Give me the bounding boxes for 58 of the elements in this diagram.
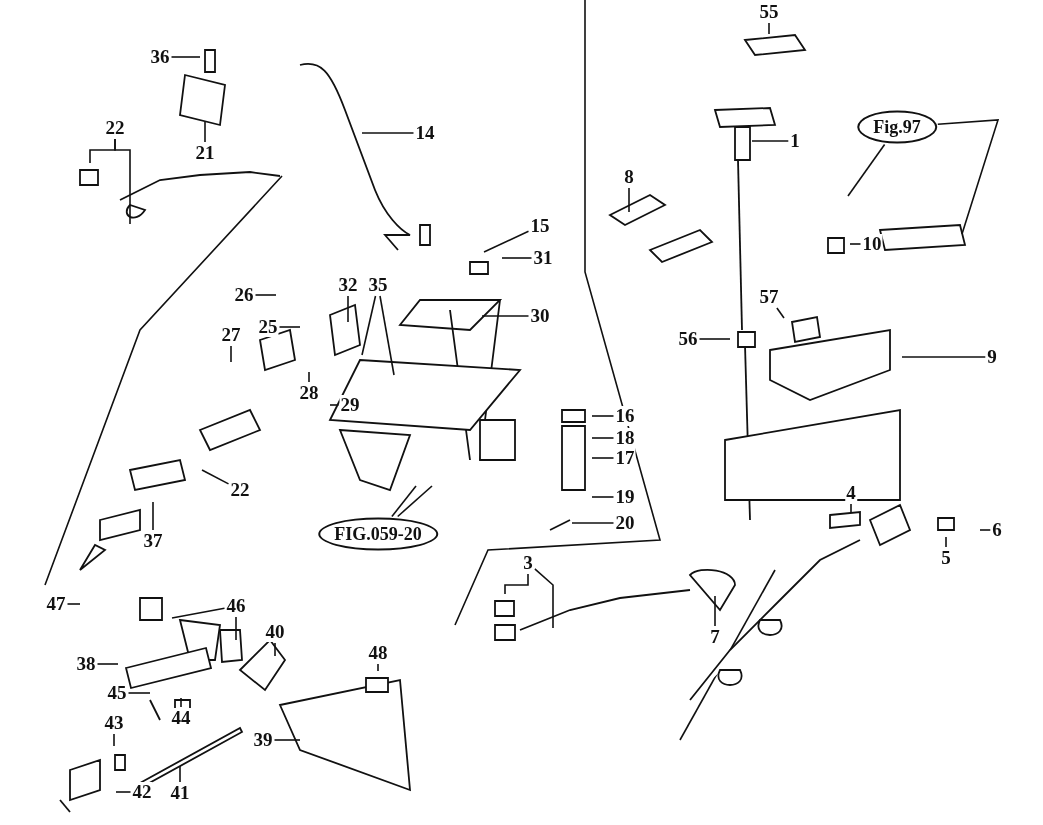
leader-line — [396, 485, 433, 518]
leader-line — [591, 496, 615, 498]
leader-line — [347, 295, 349, 323]
leader-line — [481, 315, 530, 317]
leader-line — [698, 338, 731, 340]
figure-reference: Fig.97 — [857, 110, 937, 144]
leader-line — [329, 404, 340, 406]
leader-line — [180, 697, 182, 708]
leader-line — [847, 143, 886, 197]
leader-line — [179, 765, 181, 783]
leader-line — [937, 119, 1000, 235]
leader-line — [379, 295, 395, 376]
leader-line — [254, 294, 277, 296]
leader-line — [776, 307, 785, 319]
callout-number: 25 — [257, 317, 279, 337]
leader-line — [113, 733, 115, 747]
leader-line — [768, 22, 770, 35]
callout-number: 18 — [614, 428, 636, 448]
leader-line — [96, 663, 119, 665]
leader-line — [751, 140, 790, 142]
leader-line — [501, 257, 533, 259]
leader-line — [850, 503, 852, 514]
callout-number: 40 — [264, 622, 286, 642]
leader-line — [901, 356, 987, 358]
leader-line — [534, 568, 554, 629]
leader-line — [204, 121, 206, 143]
leader-line — [66, 603, 81, 605]
leader-line — [278, 326, 301, 328]
leader-line — [201, 469, 230, 485]
leader-line — [361, 132, 415, 134]
leader-line — [483, 230, 530, 253]
figure-reference: FIG.059-20 — [318, 517, 438, 551]
leader-line — [591, 457, 615, 459]
leader-line — [979, 529, 992, 531]
leader-line — [235, 616, 237, 641]
leader-line — [591, 415, 615, 417]
leader-line — [273, 739, 301, 741]
callout-number: 4 — [845, 483, 857, 503]
leader-line — [571, 522, 615, 524]
leader-line — [308, 371, 310, 383]
leader-line — [377, 663, 379, 672]
leader-line — [945, 536, 947, 548]
leader-line — [114, 138, 131, 225]
leader-line — [361, 295, 377, 356]
leader-line — [115, 791, 132, 793]
leader-line — [171, 607, 226, 619]
leader-line — [274, 642, 276, 657]
leader-line — [170, 56, 201, 58]
callout-number: 16 — [614, 406, 636, 426]
leader-line — [591, 437, 615, 439]
leader-line — [152, 501, 154, 531]
leader-line — [127, 692, 151, 694]
leader-line — [628, 187, 630, 213]
leader-line — [504, 573, 529, 595]
leader-line — [849, 243, 862, 245]
leader-line — [714, 595, 716, 627]
leader-line — [391, 485, 417, 518]
leader-line — [230, 345, 232, 363]
